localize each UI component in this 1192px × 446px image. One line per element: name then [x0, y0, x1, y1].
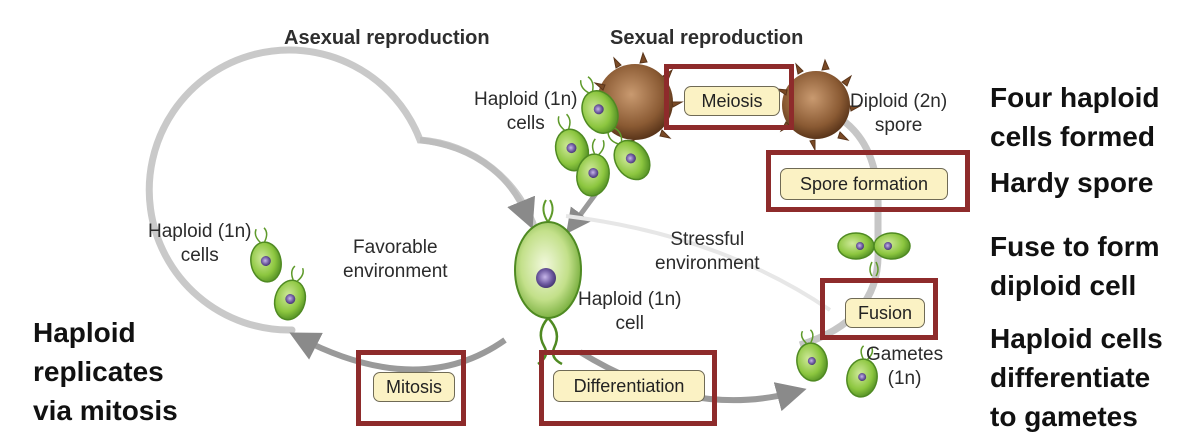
spore-formation-box: Spore formation: [780, 168, 948, 200]
favorable-line2: environment: [343, 261, 448, 282]
haploid-cell-center-line2: cell: [615, 313, 644, 334]
haploid-cells-left-group: [250, 227, 307, 321]
spore-formation-highlight: [766, 150, 970, 212]
central-haploid-cell: [514, 199, 582, 366]
gametes-line1: Gametes: [866, 344, 944, 365]
annotation-right-line5: diploid cell: [990, 270, 1137, 301]
fusion-highlight: [820, 278, 938, 340]
fusion-box: Fusion: [845, 298, 925, 328]
annotation-left-line2: replicates: [33, 356, 164, 387]
annotation-mitosis: Haploid replicates via mitosis: [33, 313, 178, 430]
annotation-hardy-spore: Hardy spore: [990, 163, 1153, 202]
annotation-right-line6: Haploid cells: [990, 323, 1163, 354]
gametes-line2: (1n): [887, 368, 922, 389]
haploid-cells-left-label: Haploid (1n) cells: [148, 220, 252, 268]
annotation-four-haploid: Four haploid cells formed: [990, 78, 1160, 156]
haploid-cells-top-line2: cells: [506, 113, 545, 134]
sexual-heading: Sexual reproduction: [610, 27, 804, 49]
meiosis-box: Meiosis: [684, 86, 780, 116]
haploid-cells-left-line1: Haploid (1n): [148, 221, 252, 242]
annotation-right-line2: cells formed: [990, 121, 1155, 152]
annotation-left-line1: Haploid: [33, 317, 136, 348]
haploid-to-center-arrow: [419, 137, 536, 230]
annotation-right-line3: Hardy spore: [990, 167, 1154, 198]
annotation-left-line3: via mitosis: [33, 395, 178, 426]
sexual-arc-arrow: [565, 214, 832, 312]
stressful-line1: Stressful: [670, 229, 745, 250]
haploid-cells-left-line2: cells: [180, 245, 219, 266]
diploid-spore-line2: spore: [874, 115, 923, 136]
stressful-line2: environment: [655, 253, 760, 274]
differentiation-highlight: [539, 350, 717, 426]
asexual-heading: Asexual reproduction: [284, 27, 490, 49]
gametes-label: Gametes (1n): [866, 343, 943, 391]
haploid-cells-top-group: [554, 76, 651, 197]
annotation-right-line4: Fuse to form: [990, 231, 1160, 262]
mitosis-box: Mitosis: [373, 372, 455, 402]
mitosis-highlight: [356, 350, 466, 426]
diploid-spore-line1: Diploid (2n): [850, 91, 948, 112]
mitosis-arrow: [289, 332, 507, 373]
annotation-differentiate: Haploid cells differentiate to gametes: [990, 319, 1163, 436]
diploid-spore-label: Diploid (2n) spore: [850, 90, 947, 138]
stressful-environment-label: Stressful environment: [655, 228, 760, 276]
haploid-cells-top-label: Haploid (1n) cells: [474, 88, 578, 136]
favorable-environment-label: Favorable environment: [343, 236, 448, 284]
fusing-cells: [837, 232, 911, 277]
favorable-line1: Favorable: [353, 237, 438, 258]
spore-clump-right: [776, 58, 862, 152]
annotation-right-line7: differentiate: [990, 362, 1151, 393]
differentiation-box: Differentiation: [553, 370, 705, 402]
haploid-cells-top-line1: Haploid (1n): [474, 89, 578, 110]
annotation-right-line8: to gametes: [990, 401, 1138, 432]
haploid-cell-center-label: Haploid (1n) cell: [578, 288, 682, 336]
haploid-cell-center-line1: Haploid (1n): [578, 289, 682, 310]
annotation-right-line1: Four haploid: [990, 82, 1160, 113]
annotation-fuse: Fuse to form diploid cell: [990, 227, 1160, 305]
meiosis-highlight: [664, 64, 794, 130]
gamete-cells: [796, 329, 878, 398]
